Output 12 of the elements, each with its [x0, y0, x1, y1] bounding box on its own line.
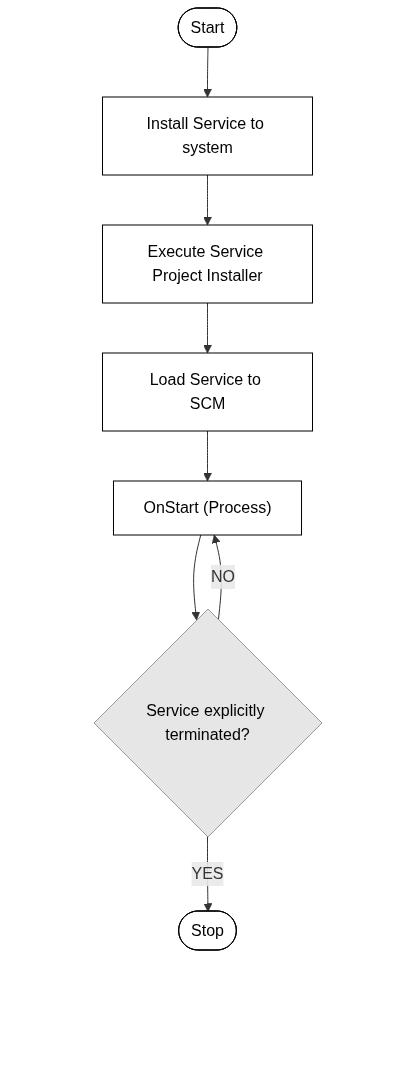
edge-label: YES — [191, 865, 224, 882]
arrow — [203, 174, 212, 226]
node-box: OnStart (Process) — [113, 480, 302, 536]
node-diamond: Service explicitly terminated? — [93, 608, 323, 838]
arrow — [203, 47, 212, 98]
arrow — [203, 302, 212, 354]
arrow — [203, 430, 212, 482]
node-box: Execute Service Project Installer — [102, 224, 313, 304]
node-box: Load Service to SCM — [102, 352, 313, 432]
arrow — [191, 534, 202, 621]
node-box: Install Service to system — [102, 96, 313, 176]
edge-label: NO — [210, 568, 235, 585]
